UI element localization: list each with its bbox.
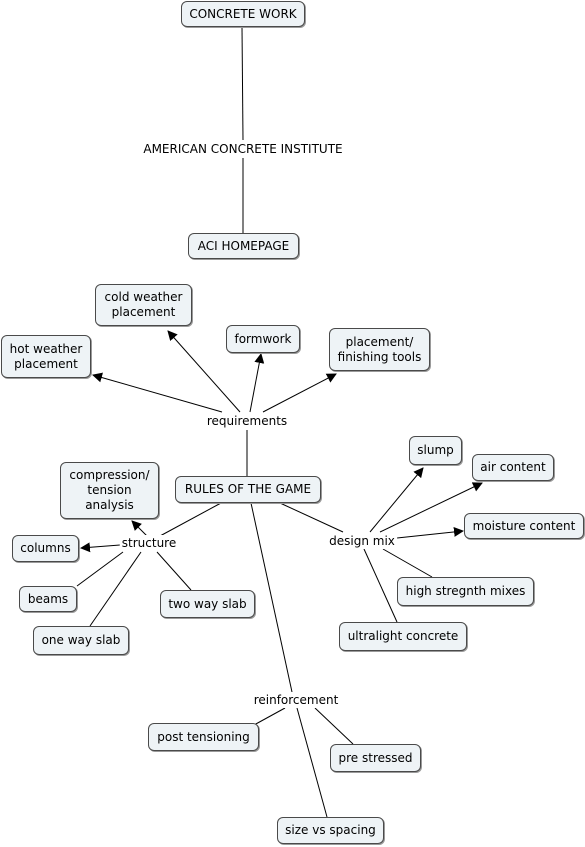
node-ultralight-concrete[interactable]: ultralight concrete (339, 622, 467, 651)
node-columns[interactable]: columns (12, 535, 79, 562)
node-cold-weather-placement[interactable]: cold weather placement (95, 284, 192, 326)
connector-structure-one-way-slab (89, 551, 142, 627)
connector-work-aci (241, 26, 244, 141)
node-slump[interactable]: slump (409, 436, 462, 465)
connector-rules-reinforcement (250, 502, 293, 693)
node-high-strength-mixes[interactable]: high stregnth mixes (397, 577, 534, 606)
connector-reinforcement-pre-stressed (314, 707, 354, 745)
arrow-structure-columns (80, 542, 121, 553)
node-two-way-slab[interactable]: two way slab (160, 590, 255, 618)
node-one-way-slab[interactable]: one way slab (33, 626, 129, 655)
node-compression-tension-analysis[interactable]: compression/ tension analysis (60, 462, 159, 519)
connector-rules-structure (159, 502, 222, 537)
arrow-design-mix-moisture-content (396, 526, 464, 539)
connector-structure-beams (76, 551, 124, 587)
connector-structure-two-way-slab (156, 551, 192, 591)
node-size-vs-spacing[interactable]: size vs spacing (277, 817, 384, 844)
arrow-design-mix-slump (369, 467, 424, 533)
node-air-content[interactable]: air content (472, 454, 554, 481)
arrow-requirements-cold-weather (167, 330, 241, 413)
link-reinforcement: reinforcement (251, 692, 341, 708)
link-american-concrete-institute: AMERICAN CONCRETE INSTITUTE (141, 141, 345, 157)
connector-design-mix-high-strength (382, 548, 433, 578)
connector-reinforcement-post-tensioning (253, 707, 286, 726)
connector-rules-design-mix (279, 502, 344, 533)
link-structure: structure (119, 535, 179, 551)
arrow-requirements-finishing-tools (262, 373, 337, 413)
node-concrete-work[interactable]: CONCRETE WORK (181, 1, 305, 27)
connector-reinforcement-size-vs-spacing (296, 707, 328, 818)
node-moisture-content[interactable]: moisture content (464, 513, 584, 539)
node-pre-stressed[interactable]: pre stressed (330, 744, 421, 772)
arrow-design-mix-air-content (379, 482, 483, 533)
node-placement-finishing-tools[interactable]: placement/ finishing tools (329, 328, 430, 371)
connector-design-mix-ultralight (363, 548, 398, 623)
node-formwork[interactable]: formwork (226, 325, 300, 353)
arrow-structure-compression (131, 520, 148, 537)
link-design-mix: design mix (327, 533, 397, 549)
arrow-requirements-hot-weather (92, 372, 223, 413)
node-beams[interactable]: beams (19, 586, 77, 612)
link-requirements: requirements (204, 413, 290, 429)
node-aci-homepage[interactable]: ACI HOMEPAGE (188, 233, 299, 259)
node-hot-weather-placement[interactable]: hot weather placement (1, 335, 91, 378)
arrow-requirements-formwork (249, 353, 265, 413)
node-post-tensioning[interactable]: post tensioning (148, 723, 259, 751)
node-rules-of-the-game[interactable]: RULES OF THE GAME (175, 476, 321, 503)
